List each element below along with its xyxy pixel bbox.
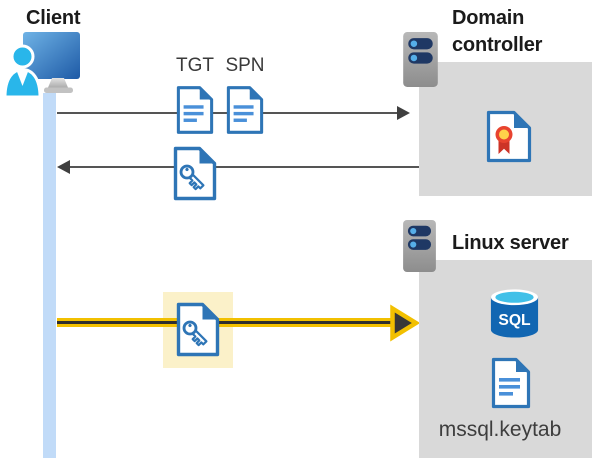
request-arrowhead-icon bbox=[397, 106, 410, 120]
response-arrowhead-icon bbox=[57, 160, 70, 174]
spn-document-icon bbox=[226, 84, 264, 136]
sql-text: SQL bbox=[498, 312, 531, 329]
linux-server-label: Linux server bbox=[452, 232, 569, 254]
spn-label: SPN bbox=[225, 55, 265, 76]
client-timeline-bar bbox=[43, 93, 56, 458]
tgt-document-icon bbox=[176, 84, 214, 136]
key-document-icon bbox=[173, 146, 217, 201]
keytab-flow-arrow-line bbox=[57, 318, 393, 327]
keytab-file-label: mssql.keytab bbox=[438, 418, 562, 441]
sql-database-icon: SQL bbox=[490, 289, 539, 338]
domain-controller-label: Domain controller bbox=[452, 7, 543, 56]
keytab-flow-arrow-core bbox=[57, 321, 393, 324]
keytab-document-icon bbox=[491, 357, 531, 409]
client-label: Client bbox=[26, 7, 81, 29]
client-computer-user-icon bbox=[5, 32, 80, 98]
domain-controller-server-icon bbox=[402, 31, 439, 88]
tgt-label: TGT bbox=[176, 55, 214, 76]
keytab-flow-arrowhead-icon bbox=[390, 304, 419, 342]
linux-server-server-icon bbox=[402, 219, 437, 273]
certificate-document-icon bbox=[486, 110, 532, 163]
highlighted-key-document-icon bbox=[176, 302, 220, 357]
response-arrow-line bbox=[69, 166, 420, 168]
